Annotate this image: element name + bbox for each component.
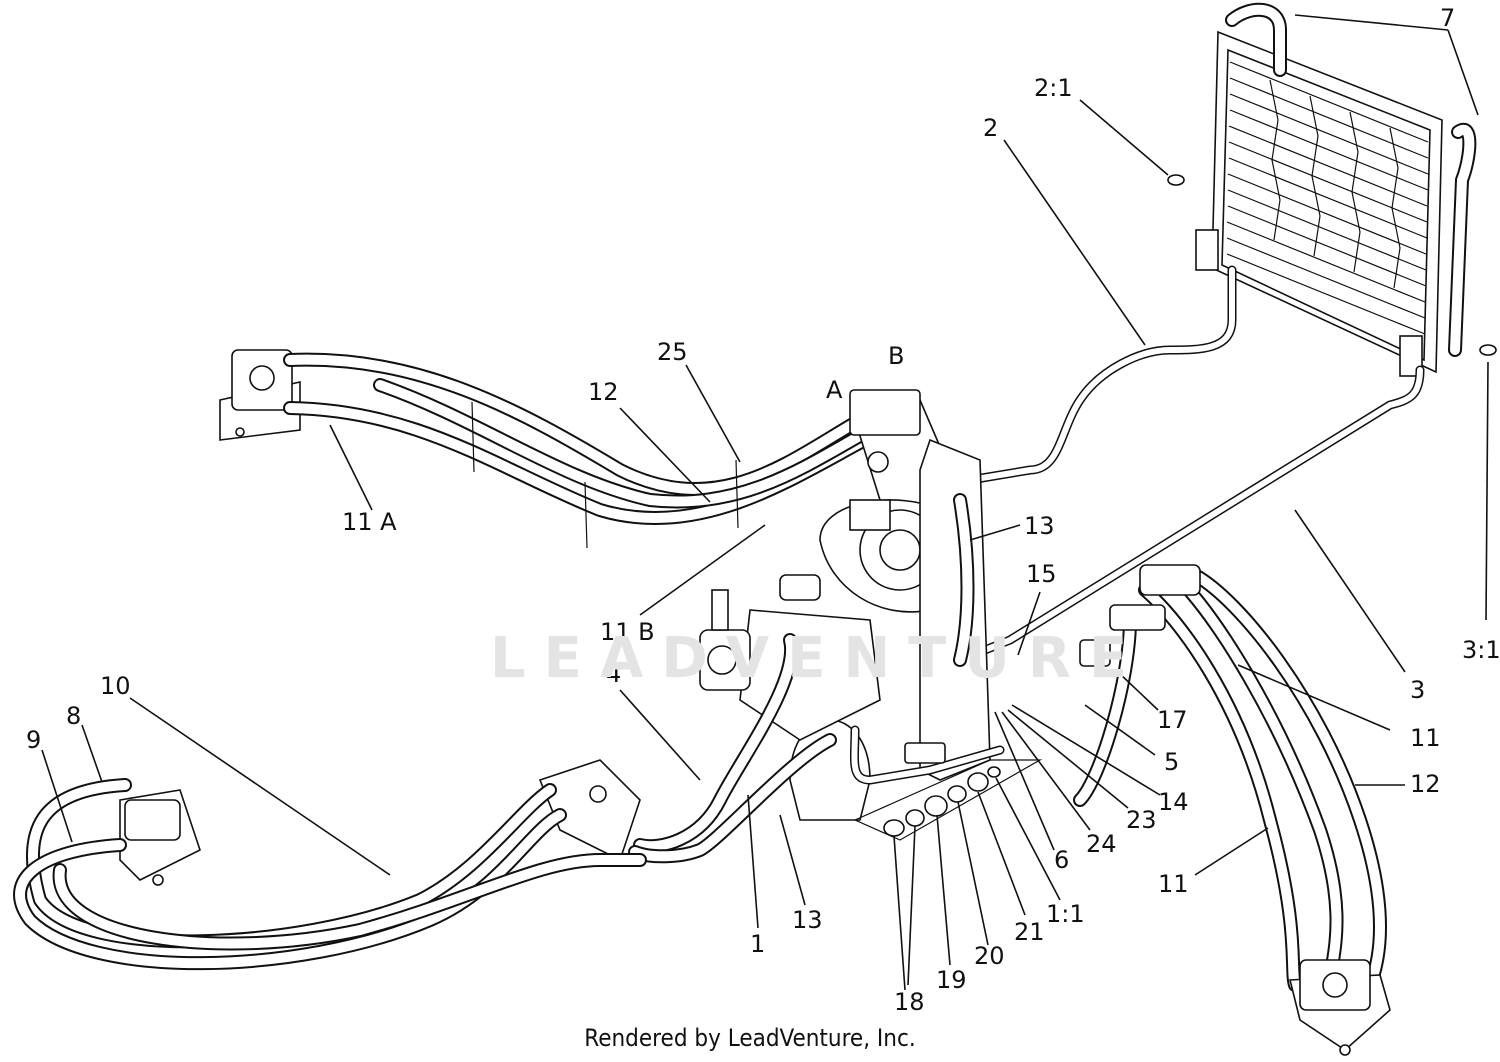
callout-11a: 11 A xyxy=(342,508,397,536)
hose-bundle-left xyxy=(13,778,647,971)
callout-3: 3 xyxy=(1410,676,1425,704)
callout-24: 24 xyxy=(1086,830,1117,858)
callout-1: 1 xyxy=(750,930,765,958)
callout-13-bottom: 13 xyxy=(792,906,823,934)
left-drive-motor xyxy=(119,789,201,886)
callout-23: 23 xyxy=(1126,806,1157,834)
callout-11b: 11 B xyxy=(600,618,655,646)
render-credit: Rendered by LeadVenture, Inc. xyxy=(584,1024,916,1052)
callout-2-1: 2:1 xyxy=(1034,74,1073,102)
fitting-kit xyxy=(853,742,1043,841)
callout-17: 17 xyxy=(1157,706,1188,734)
callout-9: 9 xyxy=(26,726,41,754)
callout-10: 10 xyxy=(100,672,131,700)
callout-19: 19 xyxy=(936,966,967,994)
right-drive-motor xyxy=(1288,959,1391,1056)
callout-4: 4 xyxy=(606,660,621,688)
callout-25: 25 xyxy=(657,338,688,366)
o-ring-2-1 xyxy=(1167,174,1185,186)
callout-port-b: B xyxy=(888,342,904,370)
cooler-hoses xyxy=(1225,2,1477,357)
tube-2 xyxy=(965,265,1237,485)
right-hose-bundle xyxy=(1073,568,1387,992)
callout-20: 20 xyxy=(974,942,1005,970)
oil-cooler xyxy=(1195,30,1443,377)
callout-6: 6 xyxy=(1054,846,1069,874)
left-valve-block xyxy=(538,759,641,862)
callout-13-top: 13 xyxy=(1024,512,1055,540)
callout-11-right-1: 11 xyxy=(1410,724,1441,752)
callout-12-left: 12 xyxy=(588,378,619,406)
callout-18: 18 xyxy=(894,988,925,1016)
hydrostatic-pump xyxy=(789,389,991,821)
callout-11-right-2: 11 xyxy=(1158,870,1189,898)
callout-5: 5 xyxy=(1164,748,1179,776)
callout-2: 2 xyxy=(983,114,998,142)
leader-lines xyxy=(41,14,1489,991)
o-ring-3-1 xyxy=(1479,344,1497,356)
callout-15: 15 xyxy=(1026,560,1057,588)
callout-7: 7 xyxy=(1440,4,1455,32)
callout-3-1: 3:1 xyxy=(1462,636,1500,664)
hose-group-1-4-13 xyxy=(628,493,1005,864)
tube-3 xyxy=(955,365,1425,665)
callout-labels: 7 2:1 2 B A 25 12 11 A 13 15 11 B 3:1 3 … xyxy=(26,4,1500,1016)
callout-12-right: 12 xyxy=(1410,770,1441,798)
callout-14: 14 xyxy=(1158,788,1189,816)
right-fittings xyxy=(1079,564,1201,667)
callout-port-a: A xyxy=(826,376,843,404)
hose-bundle-11a-12 xyxy=(283,352,877,549)
callout-8: 8 xyxy=(66,702,81,730)
left-wheel-motor xyxy=(219,349,301,441)
callout-1-1: 1:1 xyxy=(1046,900,1085,928)
callout-21: 21 xyxy=(1014,918,1045,946)
